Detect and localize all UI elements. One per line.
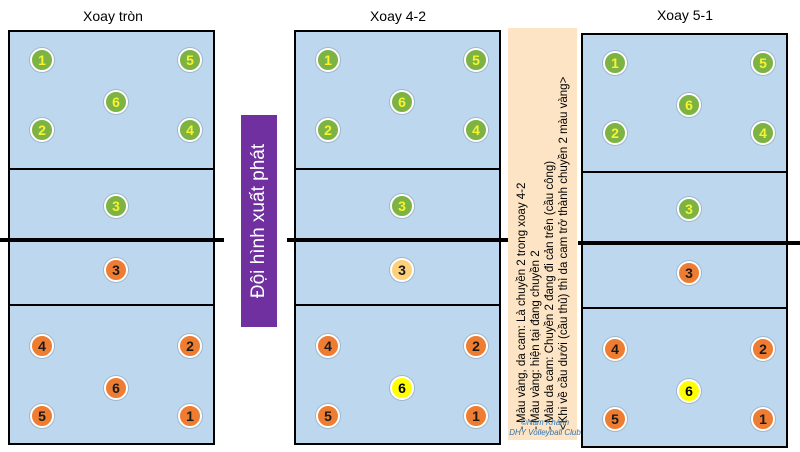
formation-title: Đội hình xuất phát xyxy=(248,143,269,299)
player-chip: 6 xyxy=(104,90,128,114)
legend-note-box: - Màu vàng, da cam: Là chuyền 2 trong xo… xyxy=(508,28,577,440)
player-chip: 2 xyxy=(464,334,488,358)
court-divider xyxy=(10,304,213,306)
player-chip: 2 xyxy=(316,118,340,142)
court-4-2: 1 5 6 2 4 3 3 4 2 6 5 1 xyxy=(294,30,501,445)
player-chip: 4 xyxy=(316,334,340,358)
legend-note: - Màu vàng, da cam: Là chuyền 2 trong xo… xyxy=(515,182,528,430)
court-5-1: 1 5 6 2 4 3 3 4 2 6 5 1 xyxy=(581,33,788,448)
player-chip: 3 xyxy=(104,258,128,282)
player-chip: 4 xyxy=(464,118,488,142)
player-chip: 6 xyxy=(104,376,128,400)
credit-text: ©Nam Khánh DHY Volleyball Club xyxy=(503,418,587,438)
court-title-5-1: Xoay 5-1 xyxy=(656,7,714,23)
player-chip: 6 xyxy=(677,379,701,403)
player-chip: 1 xyxy=(464,404,488,428)
player-chip: 5 xyxy=(464,48,488,72)
court-rotation: 1 5 6 2 4 3 3 4 2 6 5 1 xyxy=(8,30,215,445)
player-chip: 3 xyxy=(390,194,414,218)
player-chip: 2 xyxy=(603,121,627,145)
player-chip: 5 xyxy=(751,51,775,75)
legend-note: - Màu da cam: Chuyền 2 đang đi cản trên … xyxy=(543,160,556,430)
player-chip: 1 xyxy=(178,404,202,428)
player-chip: 5 xyxy=(603,407,627,431)
player-chip: 3 xyxy=(104,194,128,218)
player-chip: 2 xyxy=(751,337,775,361)
player-chip: 6 xyxy=(390,376,414,400)
player-chip: 4 xyxy=(178,118,202,142)
player-chip: 4 xyxy=(30,334,54,358)
net-line xyxy=(287,238,509,242)
court-divider xyxy=(583,307,786,309)
formation-title-banner: Đội hình xuất phát xyxy=(241,115,277,327)
legend-note: - Màu vàng: hiện tại đang chuyền 2 xyxy=(529,250,542,430)
player-chip: 3 xyxy=(390,258,414,282)
legend-note: <Khi về cầu dưới (cầu thủ) thì da cam tr… xyxy=(557,76,570,430)
player-chip: 5 xyxy=(316,404,340,428)
legend-notes: - Màu vàng, da cam: Là chuyền 2 trong xo… xyxy=(515,38,571,430)
court-divider xyxy=(296,304,499,306)
credit-club: DHY Volleyball Club xyxy=(509,428,581,437)
net-line xyxy=(0,238,224,242)
player-chip: 3 xyxy=(677,197,701,221)
player-chip: 6 xyxy=(677,93,701,117)
court-divider xyxy=(10,168,213,170)
player-chip: 2 xyxy=(178,334,202,358)
player-chip: 5 xyxy=(178,48,202,72)
player-chip: 1 xyxy=(751,407,775,431)
player-chip: 2 xyxy=(30,118,54,142)
net-line xyxy=(578,241,800,245)
player-chip: 3 xyxy=(677,261,701,285)
player-chip: 1 xyxy=(30,48,54,72)
credit-author: ©Nam Khánh xyxy=(520,418,570,427)
player-chip: 1 xyxy=(316,48,340,72)
player-chip: 5 xyxy=(30,404,54,428)
player-chip: 4 xyxy=(751,121,775,145)
court-title-rotation: Xoay tròn xyxy=(83,8,143,24)
player-chip: 6 xyxy=(390,90,414,114)
court-title-4-2: Xoay 4-2 xyxy=(369,8,427,24)
court-divider xyxy=(296,168,499,170)
player-chip: 1 xyxy=(603,51,627,75)
court-divider xyxy=(583,171,786,173)
player-chip: 4 xyxy=(603,337,627,361)
